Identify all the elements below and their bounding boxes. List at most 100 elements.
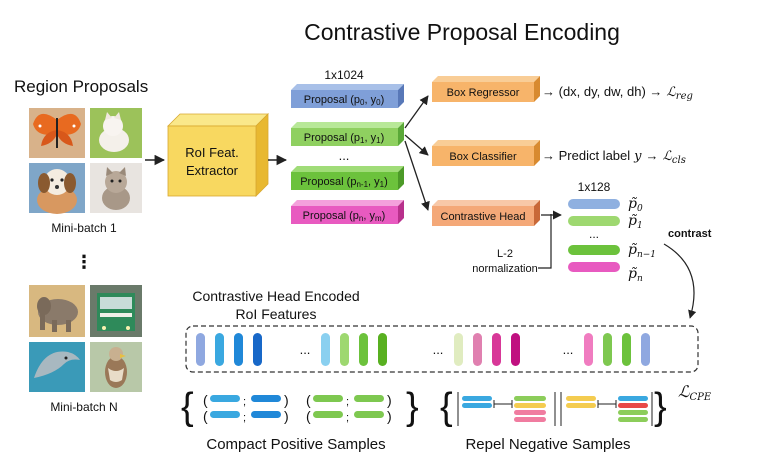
positive-left-brace: {: [181, 386, 194, 428]
proposal-n-1-label: Proposal (pn-1, y1): [300, 176, 388, 189]
positive-samples-label: Compact Positive Samples: [206, 436, 385, 453]
features-title-line2: RoI Features: [236, 306, 317, 322]
proposal-n-1: Proposal (pn-1, y1): [291, 166, 404, 190]
negative-group-right: [566, 396, 648, 422]
proposal-n: Proposal (pn, ym): [291, 200, 404, 224]
negative-group-left: [462, 396, 546, 422]
cropped-caption-strip: [0, 466, 758, 474]
feature-ellipsis-3: ...: [563, 342, 574, 357]
proposal-1-label: Proposal (p1, y1): [304, 132, 384, 145]
feature-bar-1-2: [359, 333, 368, 366]
positive-pair-blue: ( ; ) ( ; ): [203, 392, 289, 424]
feature-bar-3-0: [584, 333, 593, 366]
feature-bar-3-3: [641, 333, 650, 366]
feature-bar-2-3: [511, 333, 520, 366]
feature-ellipsis-2: ...: [433, 342, 444, 357]
svg-text:): ): [284, 408, 289, 424]
svg-text:;: ;: [346, 412, 349, 424]
image-hawk: [90, 342, 142, 392]
feature-bar-1-3: [378, 333, 387, 366]
features-title-line1: Contrastive Head Encoded: [192, 288, 359, 304]
proposal-1: Proposal (p1, y1): [291, 122, 404, 146]
box-regressor: Box Regressor: [432, 76, 540, 102]
cpe-loss: ℒCPE: [678, 382, 712, 403]
encoding-label-n: p̃n: [628, 266, 643, 284]
image-dolphin: [29, 342, 85, 392]
feature-bar-3-1: [603, 333, 612, 366]
box-classifier-label: Box Classifier: [449, 151, 517, 163]
proposal-0-label: Proposal (p0, y0): [304, 94, 384, 107]
svg-text:(: (: [203, 392, 208, 408]
roi-feature-extractor: RoI Feat. Extractor: [167, 113, 269, 197]
contrast-arrow: [663, 243, 697, 319]
box-regressor-label: Box Regressor: [447, 87, 520, 99]
feature-bar-0-3: [253, 333, 262, 366]
proposal-n-1-box: [291, 172, 398, 190]
svg-text:(: (: [306, 408, 311, 424]
encoding-bar-1: [568, 216, 620, 226]
positive-samples-figure: { } ( ; ) ( ; ) ( ; ) ( ; ): [181, 386, 419, 428]
positive-pair-green: ( ; ) ( ; ): [306, 392, 392, 424]
box-classifier: Box Classifier: [432, 140, 540, 166]
minibatch-1-images: [29, 108, 142, 214]
proposal-dim-label: 1x1024: [324, 68, 364, 82]
feature-bar-3-2: [622, 333, 631, 366]
positive-right-brace: }: [406, 386, 419, 428]
page-title: Contrastive Proposal Encoding: [304, 19, 620, 45]
contrastive-head-label: Contrastive Head: [441, 211, 526, 223]
encoding-bar-n-1: [568, 245, 620, 255]
minibatch-1-label: Mini-batch 1: [51, 221, 117, 235]
svg-text:;: ;: [243, 412, 246, 424]
feature-bar-1-0: [321, 333, 330, 366]
minibatch-ellipsis: ⋮: [75, 252, 93, 272]
extractor-front: [167, 125, 257, 197]
svg-text:;: ;: [243, 396, 246, 408]
svg-text:): ): [387, 392, 392, 408]
contrast-label: contrast: [668, 228, 712, 240]
image-bus: [90, 285, 142, 337]
proposal-ellipsis: ...: [339, 148, 350, 163]
extractor-top: [167, 113, 269, 127]
encoding-bar-n: [568, 262, 620, 272]
normalization-label-line2: normalization: [472, 263, 537, 275]
feature-bars: [196, 333, 650, 366]
negative-left-brace: {: [440, 386, 453, 428]
encoding-label-n-1: p̃n−1: [628, 242, 656, 260]
encoding-bar-0: [568, 199, 620, 209]
negative-samples-label: Repel Negative Samples: [465, 436, 630, 453]
extractor-label-line1: RoI Feat.: [185, 145, 238, 160]
feature-bar-0-1: [215, 333, 224, 366]
encoding-ellipsis: ...: [589, 227, 599, 241]
feature-bar-2-1: [473, 333, 482, 366]
contrastive-head: Contrastive Head: [432, 200, 540, 226]
negative-right-brace: }: [654, 386, 667, 428]
encoding-dim-label: 1x128: [578, 180, 611, 194]
feature-bar-0-2: [234, 333, 243, 366]
negative-samples-figure: { }: [440, 386, 667, 428]
image-butterfly: [29, 108, 85, 158]
proposal-n-box: [291, 206, 398, 224]
image-kitten-gray: [90, 163, 142, 213]
svg-text:;: ;: [346, 396, 349, 408]
proposal-0: Proposal (p0, y0): [291, 84, 404, 108]
extractor-label-line2: Extractor: [186, 163, 239, 178]
image-puppy: [29, 163, 85, 214]
proposal-0-box: [291, 90, 398, 108]
svg-text:(: (: [306, 392, 311, 408]
feature-ellipsis-1: ...: [300, 342, 311, 357]
encoding-label-1: p̃1: [628, 213, 643, 231]
svg-text:): ): [284, 392, 289, 408]
svg-text:(: (: [203, 408, 208, 424]
minibatch-n-images: [29, 285, 142, 392]
proposal-1-box: [291, 128, 398, 146]
feature-bar-2-0: [454, 333, 463, 366]
feature-bar-1-1: [340, 333, 349, 366]
feature-bar-2-2: [492, 333, 501, 366]
image-elephant: [29, 285, 85, 337]
regressor-output: → (dx, dy, dw, dh) →ℒreg: [542, 84, 693, 102]
svg-text:): ): [387, 408, 392, 424]
feature-bar-0-0: [196, 333, 205, 366]
features-container: [185, 325, 699, 373]
